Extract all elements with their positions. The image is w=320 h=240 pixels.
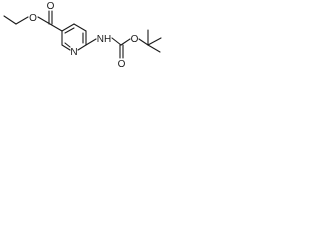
bond-ester-to-ring (49, 23, 63, 32)
atom-carbamate-carbonyl-oxygen: O (118, 59, 126, 70)
bond-ring-inner-1 (64, 27, 75, 34)
atom-ester-ether-oxygen: O (29, 13, 37, 24)
atom-carbamate-ether-oxygen: O (131, 34, 139, 45)
chemical-structure: O O N NH O O (3, 1, 162, 70)
structure-canvas: O O N NH O O (0, 0, 172, 85)
bond-nh-to-carbamate (111, 37, 122, 46)
bond-ring-c4-c5 (73, 23, 87, 32)
bond-ring-c6-n (77, 44, 87, 51)
atom-ring-nitrogen: N (70, 47, 77, 58)
bond-ring-c3-c4 (61, 23, 75, 32)
bond-ring-inner-3 (64, 42, 71, 48)
bond-ring-to-nh (85, 38, 97, 46)
bond-tbu-methyl-right (147, 37, 162, 46)
bond-tbu-methyl-down (147, 44, 161, 53)
bond-carbamate-to-o (120, 38, 131, 46)
atom-amide-nh: NH (97, 34, 111, 45)
atom-ester-carbonyl-oxygen: O (47, 1, 55, 12)
bond-o-to-tbu (138, 38, 149, 46)
bond-ethyl-ch3-ch2 (3, 15, 17, 25)
bond-o-ester-carbon (37, 16, 51, 25)
bond-ethyl-ch2-o (15, 16, 29, 25)
bond-ring-n-c2 (61, 44, 71, 51)
